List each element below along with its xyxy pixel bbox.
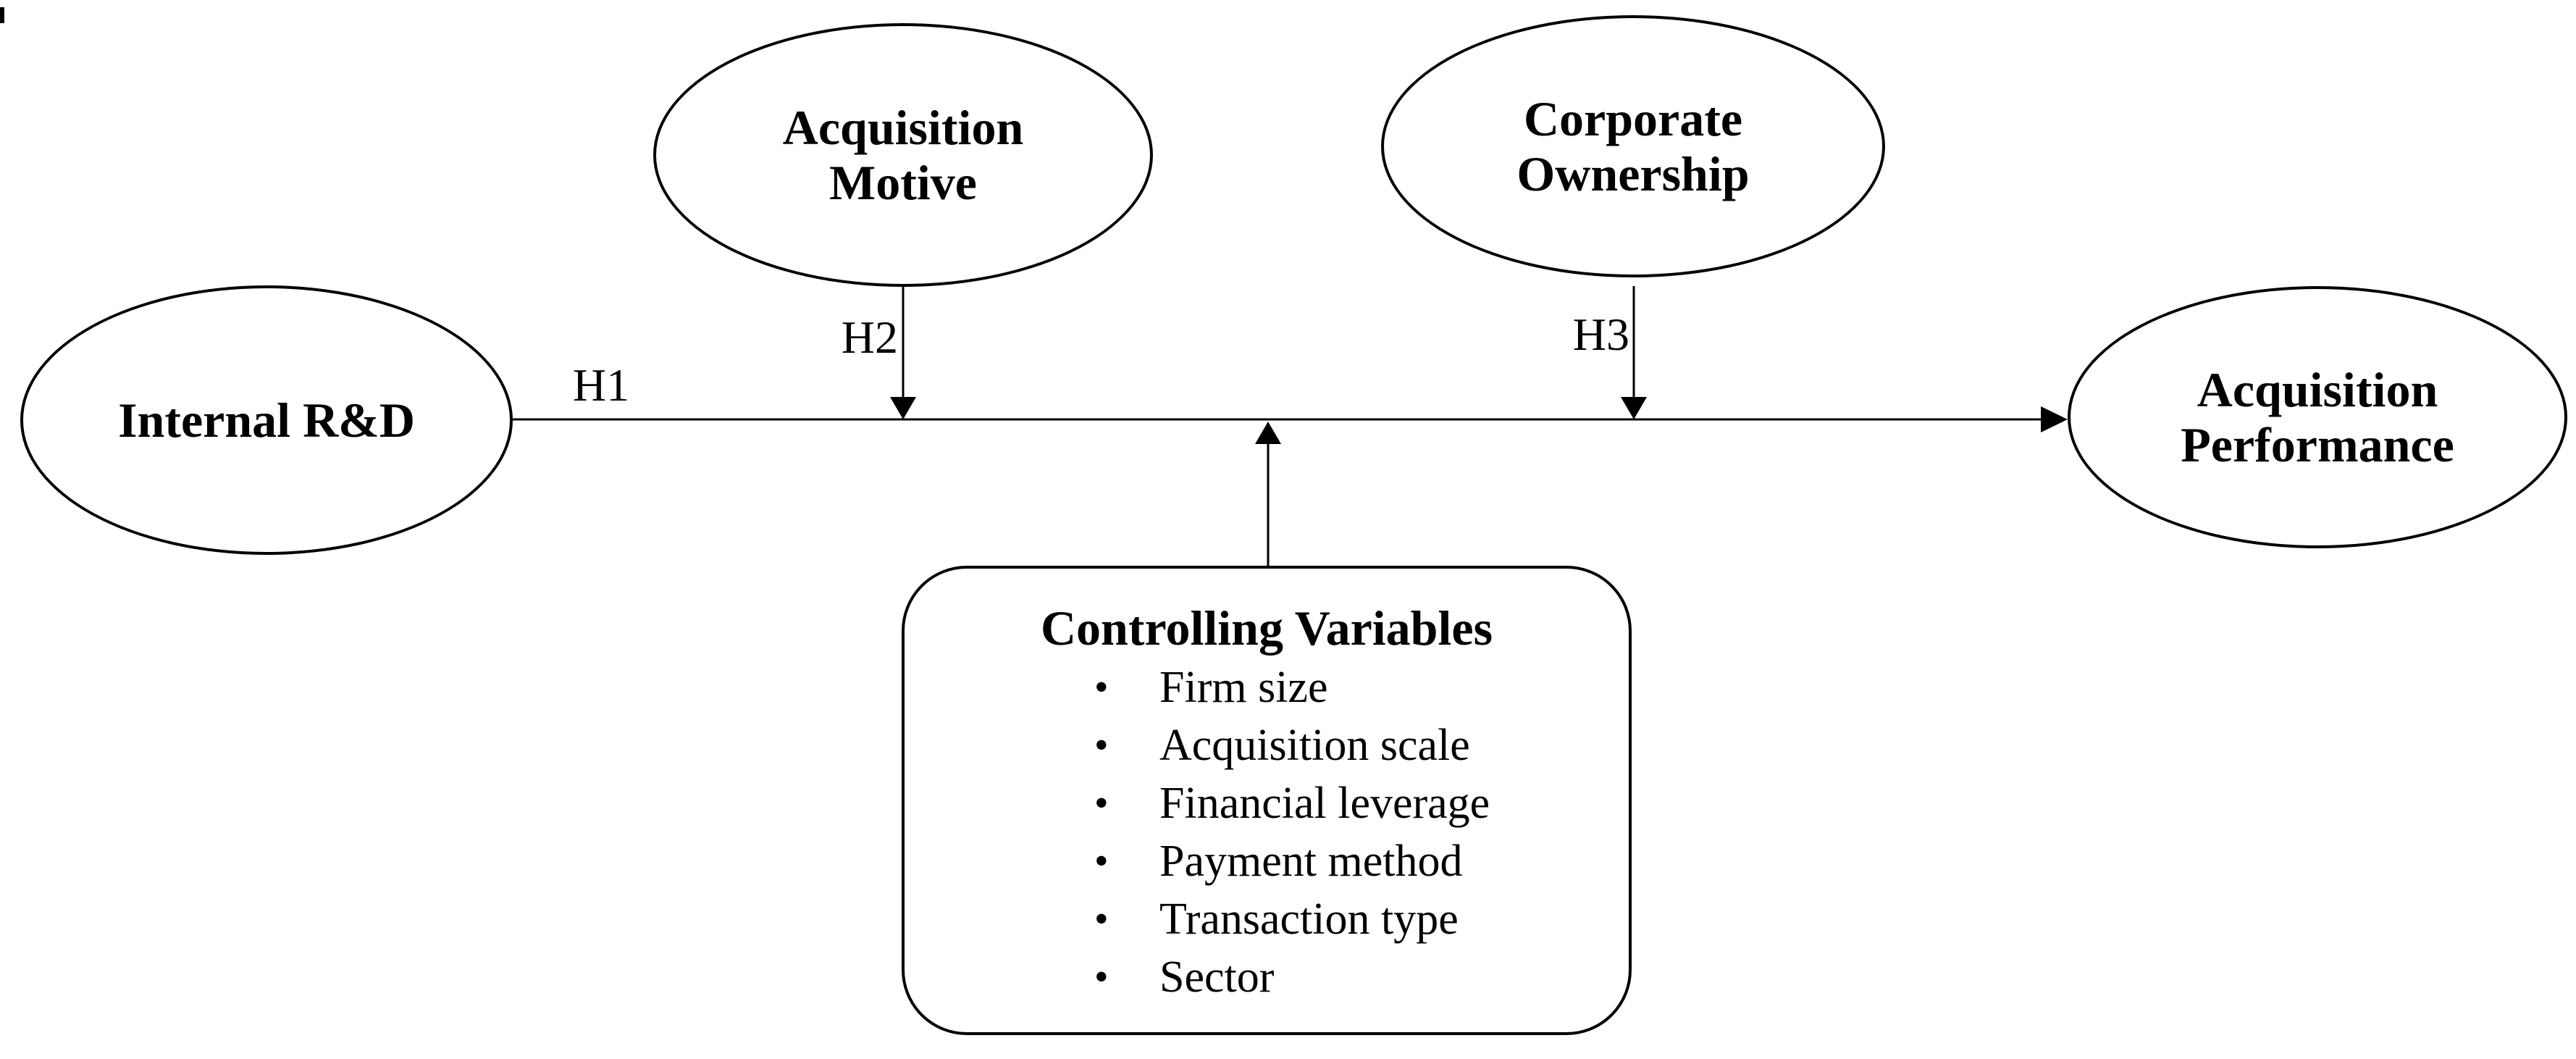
node-acquisition-motive-line2: Motive [829,155,977,210]
node-internal-rd: Internal R&D [20,285,513,555]
list-item: • Transaction type [1094,890,1490,948]
control-arrow-head [1255,422,1281,444]
list-item: • Acquisition scale [1094,716,1490,774]
list-item-label: Payment method [1159,837,1463,886]
controlling-variables-list: • Firm size • Acquisition scale • Financ… [1094,658,1490,1006]
controlling-variables-title: Controlling Variables [1040,600,1493,656]
h3-arrow-head [1621,397,1647,419]
node-acquisition-performance-line1: Acquisition [2197,361,2438,417]
scan-artifact [0,7,4,23]
main-arrow-head [2041,406,2068,432]
node-acquisition-performance-label: Acquisition Performance [2181,362,2454,472]
node-acquisition-motive-label: Acquisition Motive [783,100,1024,210]
list-item-label: Firm size [1159,663,1328,712]
bullet-icon: • [1094,723,1109,768]
list-item-label: Acquisition scale [1159,721,1470,770]
node-acquisition-motive: Acquisition Motive [653,23,1153,287]
bullet-icon: • [1094,955,1109,1000]
h2-arrow-head [890,397,916,419]
list-item-label: Sector [1159,953,1275,1002]
bullet-icon: • [1094,839,1109,884]
node-acquisition-performance-line2: Performance [2181,417,2454,472]
list-item: • Financial leverage [1094,774,1490,832]
controlling-variables-box: Controlling Variables • Firm size • Acqu… [902,566,1632,1035]
list-item: • Firm size [1094,658,1490,716]
edge-label-h3: H3 [1572,309,1629,360]
list-item: • Payment method [1094,832,1490,890]
list-item: • Sector [1094,948,1490,1006]
node-corporate-ownership-line1: Corporate [1523,91,1743,146]
edge-label-h1: H1 [572,359,630,411]
node-corporate-ownership-label: Corporate Ownership [1516,91,1749,201]
edge-label-h2: H2 [841,311,898,363]
node-internal-rd-label: Internal R&D [118,392,415,448]
bullet-icon: • [1094,781,1109,826]
bullet-icon: • [1094,897,1109,942]
list-item-label: Transaction type [1159,895,1459,944]
bullet-icon: • [1094,665,1109,710]
node-corporate-ownership-line2: Ownership [1516,146,1750,201]
node-acquisition-motive-line1: Acquisition [782,99,1024,155]
node-acquisition-performance: Acquisition Performance [2068,286,2567,548]
list-item-label: Financial leverage [1159,779,1490,828]
node-corporate-ownership: Corporate Ownership [1381,15,1885,277]
